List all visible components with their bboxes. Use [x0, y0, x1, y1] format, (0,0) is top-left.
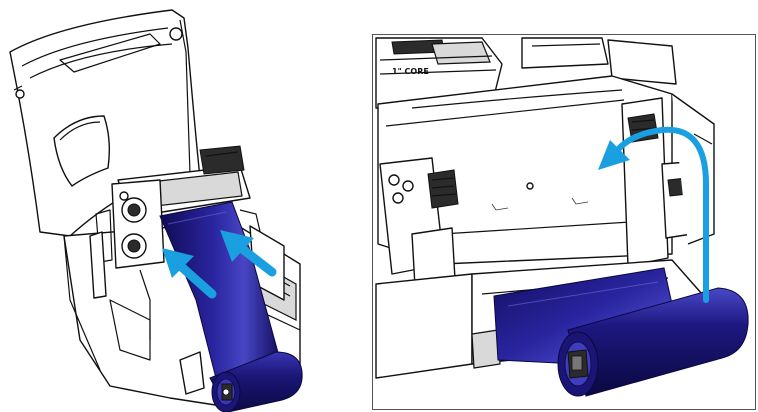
print-mechanism	[89, 145, 285, 340]
routing-arrow-curved	[598, 126, 709, 303]
routing-arrow-left	[162, 248, 217, 299]
ribbon-roll	[209, 351, 303, 412]
right-illustration-panel: 1" CORE	[372, 34, 756, 410]
left-bracket	[379, 157, 459, 305]
ribbon-cover	[377, 75, 673, 265]
core-label: 1" CORE	[392, 67, 429, 76]
ribbon-supply-hub	[121, 197, 147, 259]
top-mechanism: 1" CORE	[375, 37, 677, 109]
left-illustration-panel	[0, 0, 350, 412]
ribbon-routing-closeup-drawing: 1" CORE	[372, 34, 756, 410]
printer-open-lid-drawing	[9, 9, 303, 412]
routing-arrow-right	[220, 230, 277, 277]
ribbon-roll	[557, 287, 749, 397]
